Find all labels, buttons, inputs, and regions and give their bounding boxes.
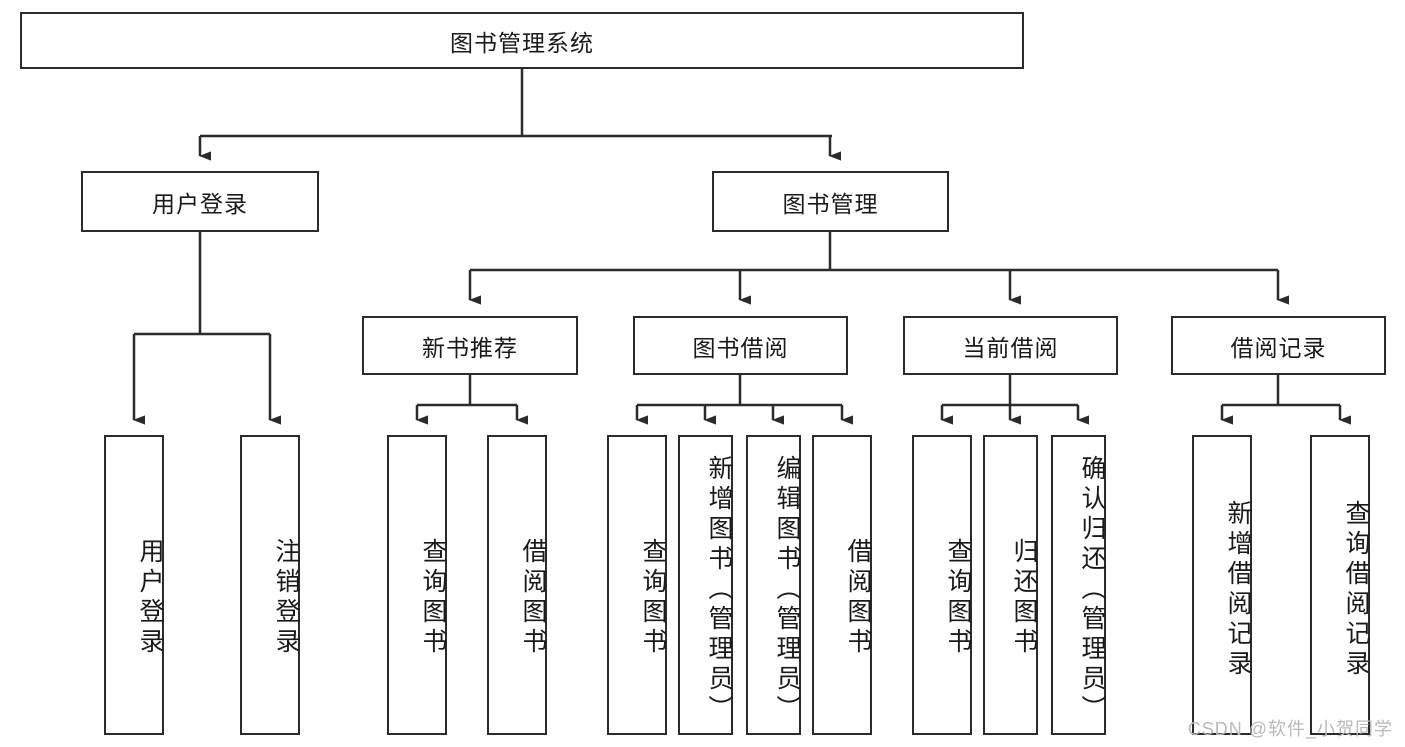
node-label: 当前借阅 [962,334,1059,361]
node-label: 查询图书 [639,538,667,658]
leaf-borrow-add-book-admin[interactable]: 新增图书（管理员） [678,435,733,735]
node-label: 借阅图书 [844,538,872,658]
node-label: 图书管理系统 [450,29,594,56]
leaf-record-query-record[interactable]: 查询借阅记录 [1310,435,1370,735]
leaf-borrow-edit-book-admin[interactable]: 编辑图书（管理员） [746,435,801,735]
node-book-management[interactable]: 图书管理 [712,171,949,232]
node-borrow-record[interactable]: 借阅记录 [1171,316,1386,375]
leaf-borrow-borrow-book[interactable]: 借阅图书 [812,435,872,735]
node-user-login[interactable]: 用户登录 [81,171,319,232]
node-new-book-recommend[interactable]: 新书推荐 [362,316,578,375]
node-label: 注销登录 [272,538,300,658]
node-root-title[interactable]: 图书管理系统 [20,12,1024,69]
node-label: 图书借阅 [692,334,789,361]
node-label: 新增图书（管理员） [705,455,733,725]
leaf-recommend-query-book[interactable]: 查询图书 [387,435,447,735]
node-label: 借阅记录 [1230,334,1327,361]
leaf-borrow-query-book[interactable]: 查询图书 [607,435,667,735]
node-label: 图书管理 [782,190,879,217]
leaf-current-query-book[interactable]: 查询图书 [912,435,972,735]
node-label: 用户登录 [136,538,164,658]
node-label: 编辑图书（管理员） [773,455,801,725]
leaf-current-return-book[interactable]: 归还图书 [983,435,1038,735]
node-label: 归还图书 [1010,538,1038,658]
node-label: 新书推荐 [422,334,518,361]
node-book-borrow[interactable]: 图书借阅 [633,316,848,375]
leaf-user-login-login[interactable]: 用户登录 [104,435,164,735]
node-label: 新增借阅记录 [1224,500,1252,680]
node-label: 确认归还（管理员） [1078,455,1106,725]
leaf-record-add-record[interactable]: 新增借阅记录 [1192,435,1252,735]
node-label: 借阅图书 [519,538,547,658]
leaf-recommend-borrow-book[interactable]: 借阅图书 [487,435,547,735]
node-label: 查询图书 [944,538,972,658]
leaf-user-login-logout[interactable]: 注销登录 [240,435,300,735]
leaf-current-confirm-return-admin[interactable]: 确认归还（管理员） [1051,435,1106,735]
node-label: 查询图书 [419,538,447,658]
node-label: 查询借阅记录 [1342,500,1370,680]
node-current-borrow[interactable]: 当前借阅 [903,316,1118,375]
node-label: 用户登录 [152,190,248,217]
